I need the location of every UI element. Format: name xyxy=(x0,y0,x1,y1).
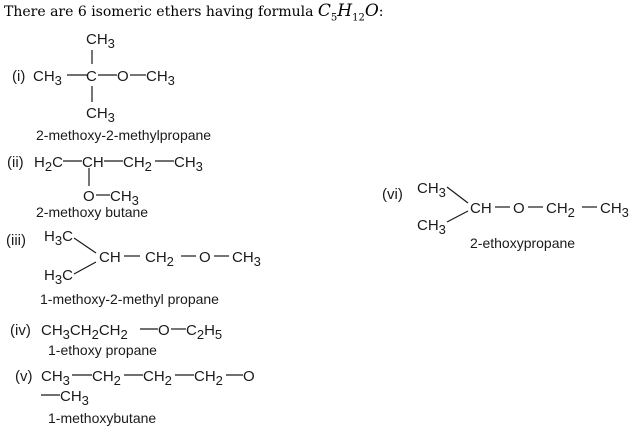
isomer-6-ch: CH xyxy=(470,200,492,217)
isomer-5-c1: CH3 xyxy=(41,368,70,388)
isomer-5-tail-methyl: CH3 xyxy=(60,388,89,408)
isomer-5-c2: CH2 xyxy=(92,368,121,388)
isomer-4-label: (iv) xyxy=(10,322,31,339)
isomer-3-oxygen: O xyxy=(199,249,211,266)
isomer-3-ch2: CH2 xyxy=(145,249,174,269)
isomer-3-top-h3c: H3C xyxy=(44,228,73,248)
isomer-4: (iv) CH3CH2CH2 O C2H5 1-ethoxy propane xyxy=(10,322,222,358)
isomer-6-ch3: CH3 xyxy=(600,200,629,220)
isomer-6-bond-bottom xyxy=(446,210,469,223)
isomer-1-top-methyl: CH3 xyxy=(86,31,115,51)
isomer-4-ethyl: C2H5 xyxy=(186,322,222,342)
isomer-6-name: 2-ethoxypropane xyxy=(470,235,575,251)
heading-text: There are 6 isomeric ethers having formu… xyxy=(4,4,318,20)
isomer-6: (vi) CH3 CH3 CH O CH2 CH3 2-ethoxypropan… xyxy=(382,180,629,251)
isomer-1-label: (i) xyxy=(12,68,25,85)
isomer-1-name: 2-methoxy-2-methylpropane xyxy=(36,127,211,143)
isomer-2: (ii) H2C CH CH2 CH3 O CH3 2-methoxy buta… xyxy=(7,154,203,220)
isomer-2-h2c: H2C xyxy=(34,154,63,174)
isomer-1-right-methyl: CH3 xyxy=(146,68,175,88)
isomer-3-ch: CH xyxy=(99,249,121,266)
isomer-2-ch: CH xyxy=(82,154,104,171)
isomer-5-c3: CH2 xyxy=(143,368,172,388)
heading: There are 6 isomeric ethers having formu… xyxy=(4,1,384,24)
isomer-2-name: 2-methoxy butane xyxy=(36,204,148,220)
isomer-4-propyl: CH3CH2CH2 xyxy=(41,322,128,342)
isomer-1-left-methyl: CH3 xyxy=(33,68,62,88)
isomer-5-oxygen: O xyxy=(243,368,255,385)
isomer-2-oxygen: O xyxy=(83,188,95,205)
isomer-1: CH3 (i) CH3 C O CH3 CH3 2-methoxy-2-meth… xyxy=(12,31,211,143)
isomer-5: (v) CH3 CH2 CH2 CH2 O CH3 1-methoxybutan… xyxy=(15,368,255,426)
isomer-2-methyl: CH3 xyxy=(110,188,139,208)
isomer-5-c4: CH2 xyxy=(194,368,223,388)
isomer-2-ch2: CH2 xyxy=(123,154,152,174)
isomer-3-label: (iii) xyxy=(6,232,26,249)
isomer-5-name: 1-methoxybutane xyxy=(48,410,156,426)
isomer-4-name: 1-ethoxy propane xyxy=(48,342,157,358)
isomer-3-ch3: CH3 xyxy=(232,249,261,269)
isomer-6-oxygen: O xyxy=(513,200,525,217)
isomer-3: (iii) H3C H3C CH CH2 O CH3 1-methoxy-2-m… xyxy=(6,228,261,307)
isomer-6-bottom-methyl: CH3 xyxy=(417,217,446,237)
isomer-2-label: (ii) xyxy=(7,154,24,171)
isomer-6-top-methyl: CH3 xyxy=(417,180,446,200)
isomer-1-central-carbon: C xyxy=(86,68,97,85)
isomer-3-name: 1-methoxy-2-methyl propane xyxy=(40,291,219,307)
isomer-5-label: (v) xyxy=(15,368,33,385)
isomer-6-ch2: CH2 xyxy=(546,200,575,220)
isomer-6-label: (vi) xyxy=(382,186,403,203)
isomer-1-oxygen: O xyxy=(117,68,129,85)
isomer-2-ch3: CH3 xyxy=(174,154,203,174)
isomer-3-bond-bottom xyxy=(73,261,97,275)
molecular-formula: C5H12O xyxy=(317,1,379,24)
isomer-6-bond-top xyxy=(446,186,469,204)
isomer-3-bond-top xyxy=(73,237,97,254)
isomer-4-oxygen: O xyxy=(158,322,170,339)
isomer-3-bottom-h3c: H3C xyxy=(44,267,73,287)
isomer-1-bottom-methyl: CH3 xyxy=(86,105,115,125)
